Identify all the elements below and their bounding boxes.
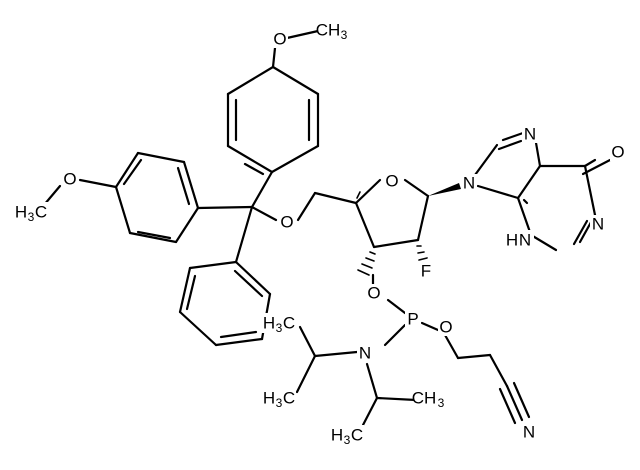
- atom-iso1-h3c-bottom: H 3 C: [262, 388, 296, 410]
- bond-trityl-ring-left: [196, 205, 254, 210]
- atom-phosphorus: P: [405, 310, 421, 329]
- methoxyphenyl-ring-left: [114, 151, 200, 244]
- svg-text:O: O: [385, 172, 398, 191]
- atom-n1: N: [590, 215, 606, 234]
- atom-o-phosphite-left: O: [366, 284, 382, 303]
- atom-iso1-h3c-top: H 3 C: [262, 313, 296, 335]
- atom-n-amine: N: [357, 344, 373, 363]
- bond-iso2-ch3-lower: [361, 396, 379, 427]
- bond-ch2-cn: [488, 353, 509, 388]
- atom-iso2-ch3: CH 3: [412, 388, 448, 410]
- svg-text:O: O: [63, 170, 76, 189]
- bond-ring-o-left: [78, 178, 118, 189]
- svg-text:P: P: [407, 310, 418, 329]
- bond-p-n: [383, 323, 407, 347]
- bond-nitrile-2: [498, 387, 517, 425]
- svg-text:3: 3: [276, 321, 283, 335]
- svg-text:O: O: [273, 30, 286, 49]
- svg-text:3: 3: [438, 396, 445, 410]
- bond-ch2-ch2: [456, 353, 492, 360]
- svg-text:N: N: [519, 231, 531, 250]
- bond-trityl-ring-top: [250, 170, 274, 209]
- svg-text:C: C: [35, 203, 47, 222]
- bond-o-ch3-left: [42, 184, 62, 207]
- svg-text:H: H: [263, 389, 275, 408]
- svg-text:O: O: [611, 143, 624, 162]
- phenyl-ring: [178, 260, 272, 347]
- atom-o-trityl-ether: O: [279, 213, 295, 232]
- atom-o-ring: O: [384, 172, 400, 191]
- atom-o-methoxy-left: O: [62, 170, 78, 189]
- svg-text:N: N: [359, 344, 371, 363]
- bond-trityl-phenyl: [234, 205, 254, 264]
- svg-text:3: 3: [344, 433, 351, 447]
- purine-base: [473, 131, 612, 252]
- bond-ring-o-top: [271, 46, 277, 69]
- bond-nitrile-1: [505, 384, 524, 422]
- bond-trityl-o: [250, 205, 278, 222]
- svg-text:3: 3: [276, 396, 283, 410]
- bond-o-p-left: [386, 298, 407, 315]
- svg-text:3: 3: [341, 28, 348, 42]
- atom-iso2-h3c: H 3 C: [330, 425, 364, 447]
- svg-text:CH: CH: [316, 21, 341, 40]
- bond-iso1-ch3-top: [298, 325, 317, 358]
- atom-o-carbonyl: O: [610, 143, 626, 162]
- atom-n9: N: [461, 174, 477, 193]
- atom-ch3-top: CH 3: [316, 20, 350, 42]
- svg-text:F: F: [421, 262, 431, 281]
- svg-text:N: N: [523, 423, 535, 442]
- svg-text:C: C: [351, 426, 363, 445]
- atom-nitrile-n: N: [521, 423, 537, 442]
- bond-p-o-right: [420, 321, 440, 332]
- svg-text:O: O: [280, 213, 293, 232]
- svg-text:O: O: [439, 318, 452, 337]
- bond-n-iso2: [365, 362, 379, 400]
- svg-text:C: C: [283, 389, 295, 408]
- svg-text:N: N: [524, 125, 536, 144]
- svg-text:C: C: [283, 314, 295, 333]
- bond-nitrile-3: [512, 381, 531, 419]
- atom-n7: N: [522, 125, 538, 144]
- bond-c5-c4: [313, 191, 358, 205]
- bond-o-ch3-top: [285, 29, 320, 40]
- atom-n3h: H N: [504, 230, 534, 250]
- svg-text:N: N: [463, 174, 475, 193]
- atom-fluorine: F: [418, 262, 434, 281]
- svg-text:H: H: [15, 203, 27, 222]
- hash-c3-o: [357, 251, 376, 276]
- bond-iso2-ch3: [375, 396, 418, 402]
- bond-n-iso1: [313, 350, 359, 358]
- methoxyphenyl-ring-top: [226, 65, 320, 176]
- svg-text:O: O: [367, 284, 380, 303]
- atom-o-phosphite-right: O: [438, 318, 454, 337]
- svg-text:H: H: [506, 231, 518, 250]
- atom-h3c-left: H 3 C: [14, 202, 48, 224]
- bond-iso1-ch3-bottom: [295, 354, 317, 394]
- atom-o-methoxy-top: O: [272, 30, 288, 49]
- svg-text:H: H: [263, 314, 275, 333]
- bond-o-ch2: [443, 333, 460, 360]
- wedge-c1-n9: [428, 183, 461, 196]
- svg-text:CH: CH: [412, 389, 437, 408]
- svg-text:N: N: [592, 215, 604, 234]
- svg-text:3: 3: [28, 210, 35, 224]
- hash-c4-mark: [356, 191, 361, 199]
- bond-o-c5: [296, 191, 317, 222]
- furanose-ring: [354, 178, 430, 249]
- svg-text:H: H: [331, 426, 343, 445]
